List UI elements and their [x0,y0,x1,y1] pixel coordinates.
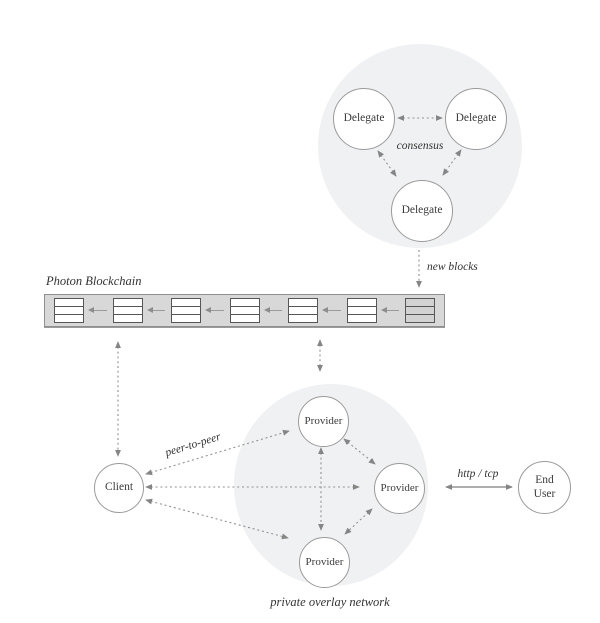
client-label: Client [104,481,134,494]
delegate-node: Delegate [333,88,395,150]
blockchain-block [171,298,201,323]
chain-link-arrow-icon [263,307,282,313]
consensus-label: consensus [396,140,444,152]
delegate-label: Delegate [455,112,497,125]
blockchain-block [288,298,318,323]
blockchain-block [346,298,377,323]
chain-link-arrow-icon [205,307,224,313]
provider-node: Provider [298,396,349,447]
chain-link-arrow-icon [322,307,341,313]
end-user-node: End User [518,461,571,514]
delegate-node: Delegate [391,180,453,242]
provider-node: Provider [374,463,425,514]
blockchain-block [112,298,143,323]
end-user-label: End User [533,474,556,500]
blockchain-title: Photon Blockchain [46,274,142,288]
provider-label: Provider [304,415,343,428]
http-tcp-label: http / tcp [457,468,499,480]
chain-link-arrow-icon [146,307,165,313]
delegate-label: Delegate [401,204,443,217]
chain-link-arrow-icon [88,307,107,313]
overlay-network-caption: private overlay network [270,595,390,609]
provider-label: Provider [380,482,419,495]
client-node: Client [94,463,144,513]
delegate-node: Delegate [445,88,507,150]
chain-link-arrow-icon [380,307,399,313]
blockchain-bar [44,294,445,327]
new-blocks-label: new blocks [427,261,478,273]
peer-to-peer-label: peer-to-peer [163,430,223,460]
provider-label: Provider [305,556,344,569]
blockchain-block [54,298,84,323]
blockchain-block [229,298,260,323]
provider-node: Provider [299,537,350,588]
delegate-label: Delegate [343,112,385,125]
blockchain-block [405,298,435,323]
